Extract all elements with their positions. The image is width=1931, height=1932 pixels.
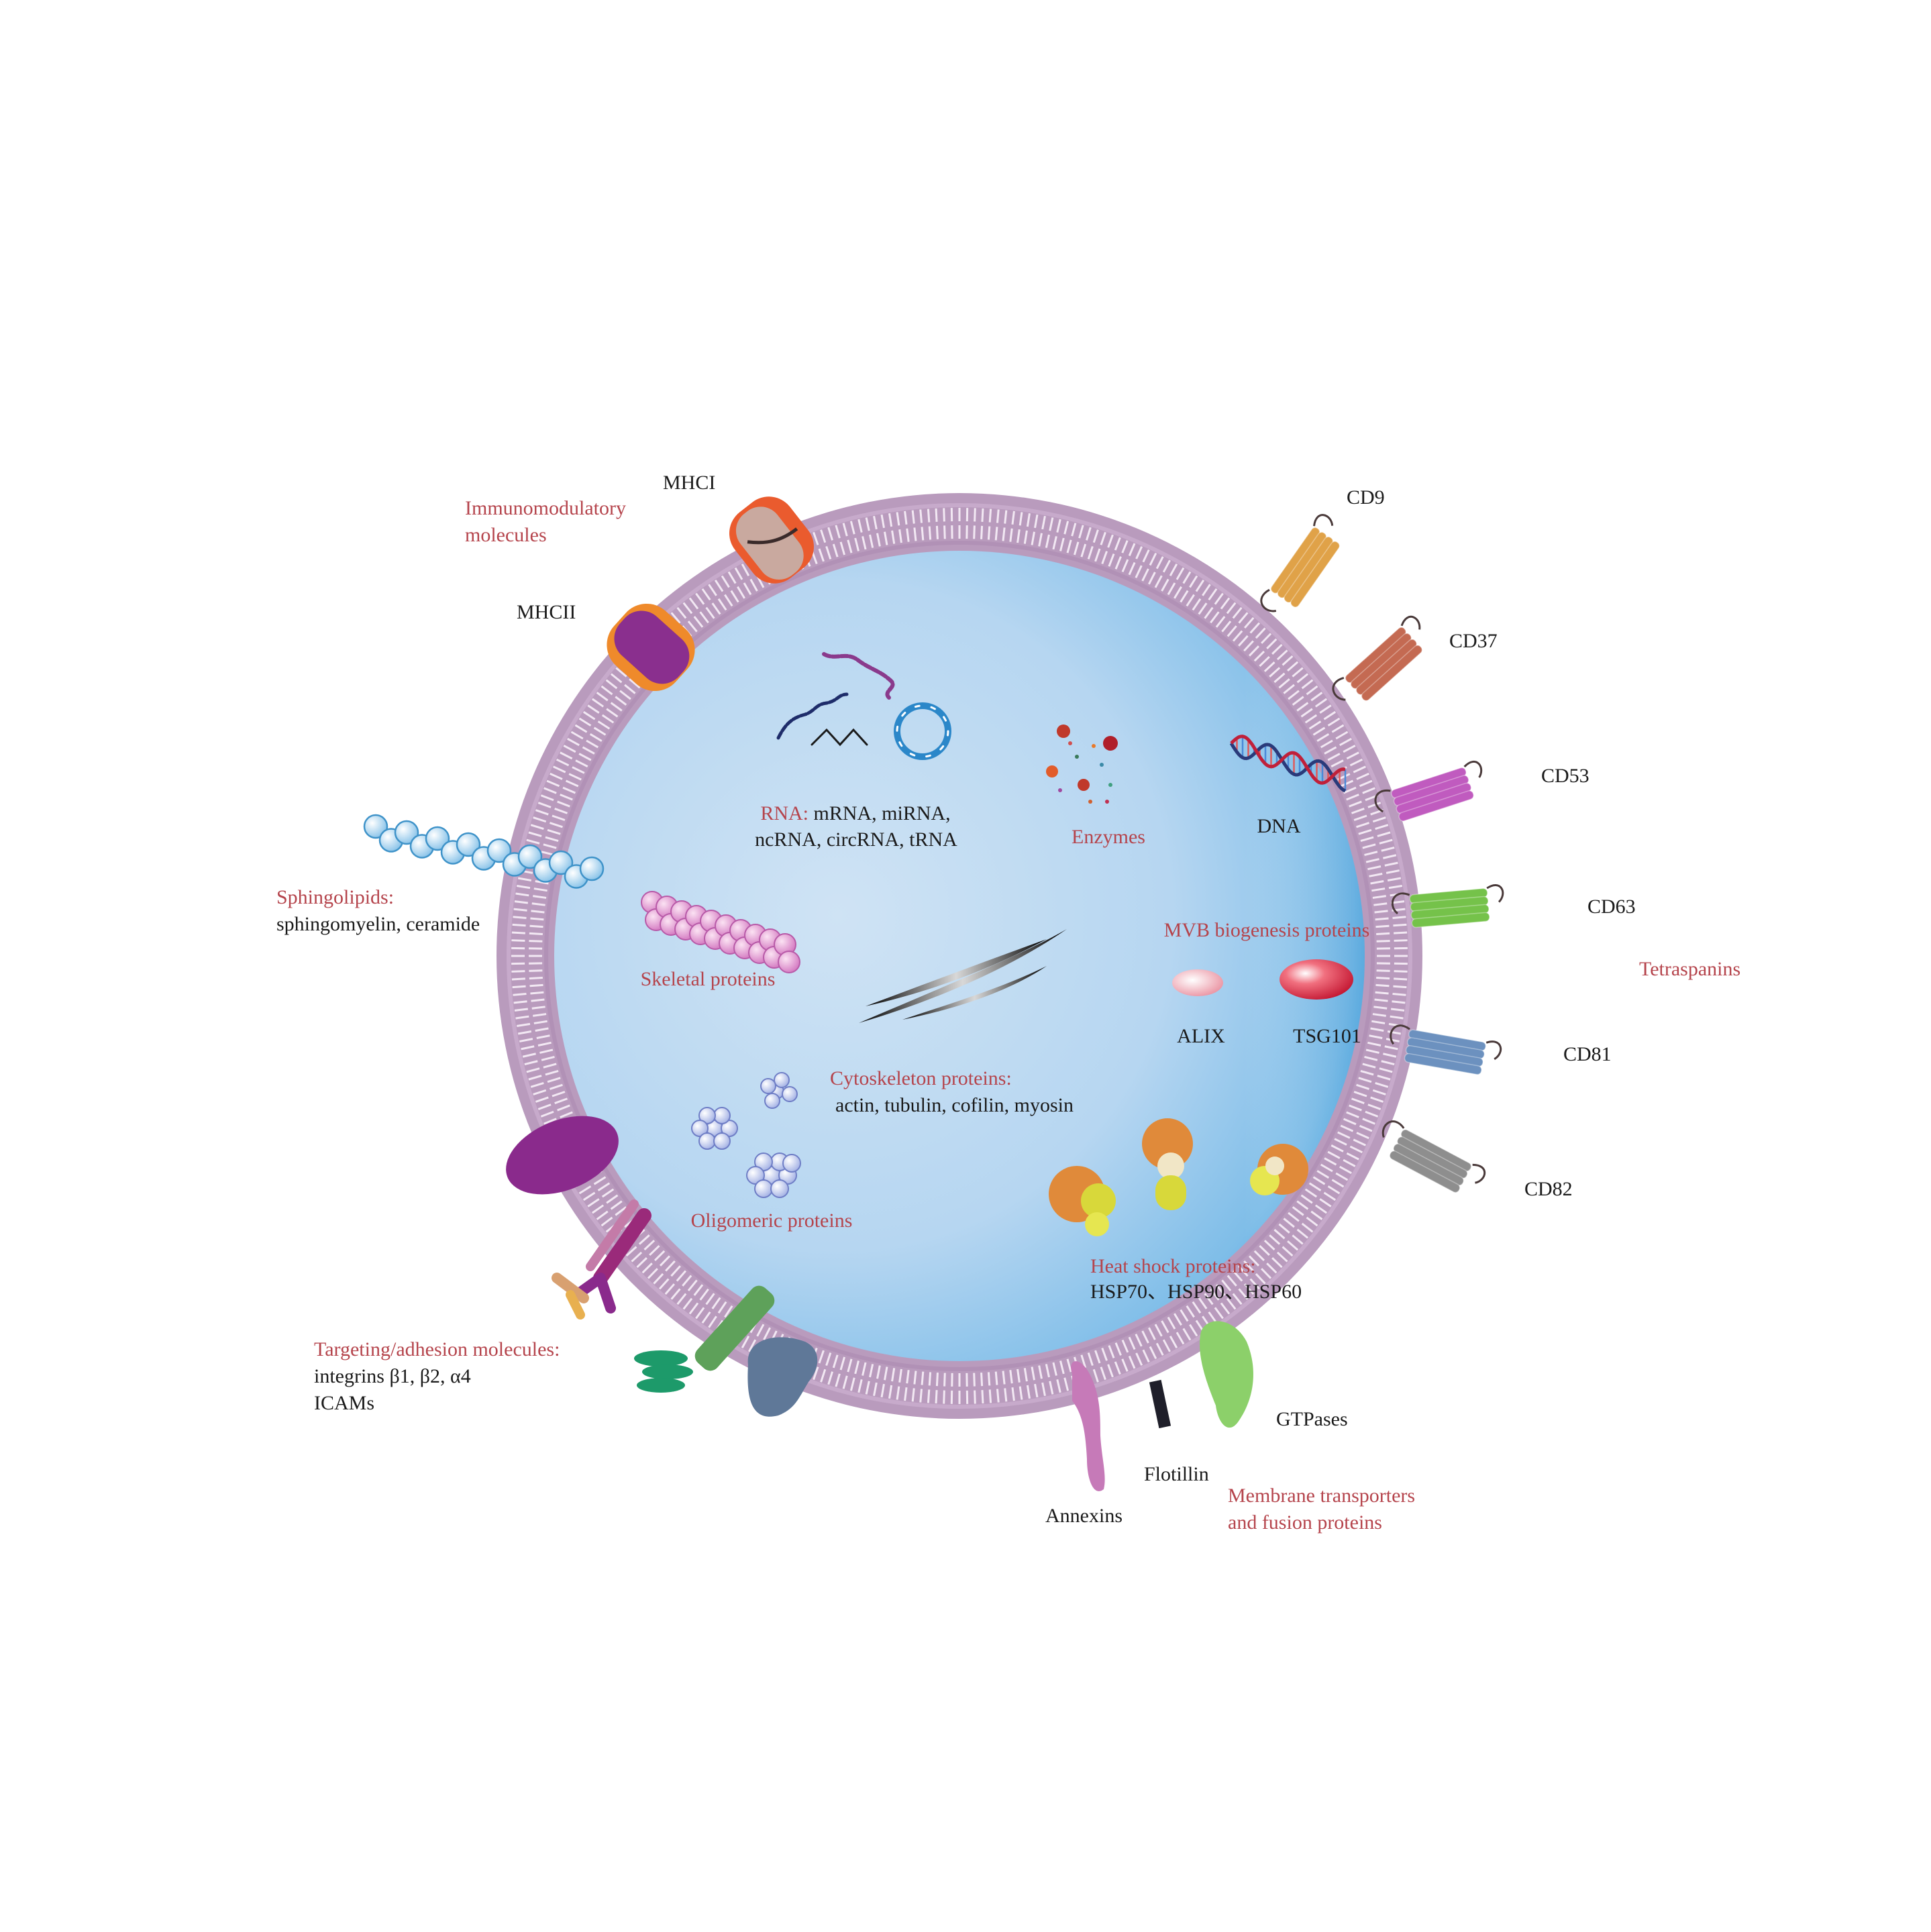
sphingolipids-items: sphingomyelin, ceramide: [276, 913, 480, 935]
gtpase-protein: [1200, 1321, 1253, 1428]
annexins-label: Annexins: [1045, 1505, 1123, 1527]
rna-label-line1: RNA: mRNA, miRNA,: [760, 800, 950, 827]
mhc2-protein: [607, 603, 695, 692]
targeting-items: integrins β1, β2, α4: [314, 1365, 471, 1387]
mhc1-protein: [729, 496, 815, 584]
alix-label: ALIX: [1177, 1025, 1225, 1047]
receptor-protein: [552, 1199, 651, 1320]
heat-shock-items: HSP70、HSP90、HSP60: [1090, 1281, 1302, 1303]
membrane-transporters-line1: Membrane transporters: [1228, 1485, 1416, 1507]
mvb-proteins-label: MVB biogenesis proteins: [1163, 919, 1370, 941]
sphingolipids-title: Sphingolipids:: [276, 886, 395, 908]
enzyme-particles: [1046, 724, 1118, 804]
immunomodulatory-label-line1: Immunomodulatory: [465, 497, 626, 519]
rna-types-line1: mRNA, miRNA,: [808, 802, 951, 824]
icams-label: ICAMs: [314, 1392, 375, 1414]
cd63-label: CD63: [1587, 896, 1636, 918]
flotillin-protein: [1149, 1379, 1171, 1429]
cd37-label: CD37: [1449, 630, 1498, 652]
annexin-protein: [1071, 1361, 1105, 1491]
mhc2-label: MHCII: [517, 601, 576, 623]
cd53-label: CD53: [1541, 765, 1589, 787]
cytoskeleton-items: actin, tubulin, cofilin, myosin: [835, 1094, 1074, 1116]
purple-membrane-protein: [506, 1116, 619, 1195]
cytoskeleton-fibers: [859, 929, 1067, 1023]
gtpases-label: GTPases: [1276, 1408, 1348, 1430]
dna-label: DNA: [1257, 815, 1301, 837]
tetraspanin-proteins: [1260, 514, 1504, 1193]
membrane-band-outer: [507, 503, 1412, 1409]
heat-shock-title: Heat shock proteins:: [1090, 1255, 1256, 1277]
tsg101-label: TSG101: [1293, 1025, 1361, 1047]
membrane-band-inner: [544, 541, 1375, 1371]
dna-helix: [1229, 735, 1347, 793]
integrin-protein: [634, 1285, 775, 1393]
grey-membrane-protein: [747, 1337, 818, 1417]
flotillin-label: Flotillin: [1144, 1463, 1209, 1485]
rna-molecules: [776, 652, 951, 760]
rna-prefix: RNA:: [760, 802, 808, 824]
heat-shock-proteins: [1049, 1118, 1308, 1236]
oligomeric-proteins-label: Oligomeric proteins: [690, 1210, 853, 1232]
mhc1-label: MHCI: [663, 472, 716, 494]
cytoskeleton-title: Cytoskeleton proteins:: [830, 1067, 1012, 1089]
rna-label-line2: ncRNA, circRNA, tRNA: [755, 828, 957, 851]
sphingolipid-chain: [363, 814, 605, 889]
targeting-title: Targeting/adhesion molecules:: [314, 1338, 560, 1360]
alix-protein: [1172, 969, 1223, 996]
cd81-label: CD81: [1563, 1043, 1612, 1065]
tsg101-protein: [1280, 959, 1353, 1000]
skeletal-proteins-label: Skeletal proteins: [640, 968, 776, 990]
cd9-label: CD9: [1347, 486, 1385, 508]
skeletal-protein-beads: [641, 891, 800, 973]
oligomeric-protein-clusters: [691, 1072, 801, 1198]
tetraspanins-label: Tetraspanins: [1639, 958, 1741, 980]
cd82-label: CD82: [1524, 1178, 1573, 1200]
immunomodulatory-label-line2: molecules: [465, 524, 547, 546]
membrane-transporters-line2: and fusion proteins: [1228, 1511, 1382, 1534]
enzymes-label: Enzymes: [1072, 826, 1145, 848]
